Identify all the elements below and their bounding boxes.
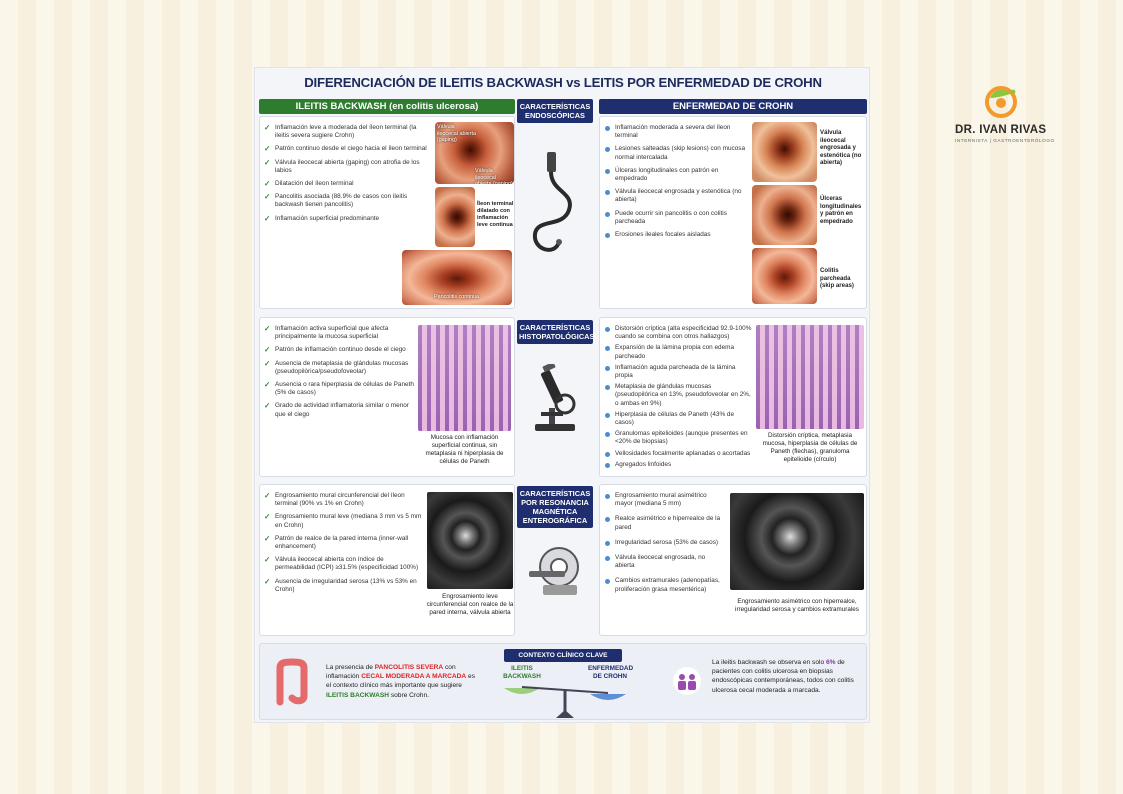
uc-histo-caption: Mucosa con inflamación superficial conti… <box>425 434 504 465</box>
context-header: CONTEXTO CLÍNICO CLAVE <box>504 649 622 662</box>
uc-endo-point: ✓Inflamación superficial predominante <box>264 213 380 223</box>
crohn-endo-point: Lesiones salteadas (skip lesions) con mu… <box>604 145 752 161</box>
crohn-histo-point: Expansión de la lámina propia con edema … <box>604 344 752 360</box>
uc-histo-point: ✓Patrón de inflamación continuo desde el… <box>264 345 406 355</box>
crohn-skip-photo <box>752 248 817 304</box>
crohn-endo-point: Erosiones ileales focales aisladas <box>604 231 752 239</box>
uc-histo-point: ✓Inflamación activa superficial que afec… <box>264 324 389 341</box>
uc-pancolitis-photo: Pancolitis continua <box>402 250 512 305</box>
crohn-endo-point: Inflamación moderada a severa del íleon … <box>604 124 752 140</box>
uc-endo-card: ✓Inflamación leve a moderada del íleon t… <box>259 116 515 309</box>
crohn-histology-photo <box>756 325 864 429</box>
crohn-mri-caption: Engrosamiento asimétrico con hiperrealce… <box>735 598 859 613</box>
uc-mri-image <box>427 492 513 589</box>
crohn-mri-point: Irregularidad serosa (53% de casos) <box>604 539 722 547</box>
crohn-ulcer-caption: Úlceras longitudinales y patrón en emped… <box>820 195 862 225</box>
crohn-endo-point: Puede ocurrir sin pancolitis o con colit… <box>604 210 752 226</box>
uc-ileum-caption: Íleon terminal dilatado con inflamación … <box>477 201 514 228</box>
crohn-histo-point: Metaplasia de glándulas mucosas (pseudop… <box>604 383 752 408</box>
uc-endo-point: ✓Dilatación del íleon terminal <box>264 179 354 189</box>
microscope-icon <box>535 364 576 431</box>
crohn-mri-image <box>730 493 864 590</box>
uc-mri-point: ✓Ausencia de irregularidad serosa (13% v… <box>264 576 417 593</box>
endo-mid-card <box>517 124 593 309</box>
uc-mri-point: ✓Engrosamiento mural leve (mediana 3 mm … <box>264 512 422 529</box>
logo-mark-icon <box>985 86 1017 118</box>
crohn-mri-point: Válvula ileocecal engrosada, no abierta <box>604 554 722 570</box>
endo-mid-header: CARACTERÍSTICAS ENDOSCÓPICAS <box>517 99 593 123</box>
uc-mri-card: ✓Engrosamiento mural circunferencial del… <box>259 484 515 636</box>
uc-histology-photo <box>418 325 511 431</box>
clinical-context-panel: CONTEXTO CLÍNICO CLAVE La presencia de P… <box>259 643 867 720</box>
uc-endo-point: ✓Patrón continuo desde el ciego hacia el… <box>264 144 427 154</box>
context-left-text: La presencia de PANCOLITIS SEVERA con in… <box>326 664 475 699</box>
crohn-histo-point: Hiperplasia de células de Paneth (43% de… <box>604 411 752 427</box>
uc-histo-point: ✓Ausencia de metaplasia de glándulas muc… <box>264 358 409 375</box>
crohn-mri-point: Cambios extramurales (adenopatías, proli… <box>604 577 722 593</box>
uc-ileum-photo <box>435 187 475 247</box>
logo-name: DR. IVAN RIVAS <box>955 124 1047 136</box>
uc-endo-point: ✓Pancolitis asociada (88.9% de casos con… <box>264 192 408 209</box>
patients-icon <box>673 667 701 695</box>
logo-tagline: INTERNISTA | GASTROENTERÓLOGO <box>955 138 1055 143</box>
mri-mid-header: CARACTERÍSTICAS POR RESONANCIA MAGNÉTICA… <box>517 486 593 528</box>
crohn-histo-caption: Distorsión críptica, metaplasia mucosa, … <box>762 432 858 463</box>
crohn-ulcer-photo <box>752 185 817 245</box>
crohn-histo-point: Inflamación aguda parcheada de la lámina… <box>604 364 752 380</box>
crohn-mri-card: Engrosamiento mural asimétrico mayor (me… <box>599 484 867 636</box>
uc-valve-photo: Válvula ileocecal abierta (gaping) Válvu… <box>435 122 514 184</box>
balance-scale-icon <box>504 686 626 718</box>
uc-mri-point: ✓Válvula ileocecal abierta con índice de… <box>264 555 419 572</box>
uc-column-header: ILEITIS BACKWASH (en colitis ulcerosa) <box>259 99 515 114</box>
histo-mid-header: CARACTERÍSTICAS HISTOPATOLÓGICAS <box>517 320 594 344</box>
uc-endo-point: ✓Válvula ileocecal abierta (gaping) con … <box>264 157 420 174</box>
crohn-valve-photo <box>752 122 817 182</box>
crohn-mri-point: Realce asimétrico e hiperrealce de la pa… <box>604 515 722 531</box>
uc-endo-point: ✓Inflamación leve a moderada del íleon t… <box>264 123 417 140</box>
crohn-histo-card: Distorsión críptica (alta especificidad … <box>599 317 867 477</box>
mri-scanner-icon <box>529 547 579 595</box>
crohn-endo-card: Inflamación moderada a severa del íleon … <box>599 116 867 309</box>
poster-title: DIFERENCIACIÓN DE ILEITIS BACKWASH vs LE… <box>304 75 822 90</box>
scale-right-label: ENFERMEDAD DE CROHN <box>588 665 634 680</box>
crohn-endo-point: Úlceras longitudinales con patrón en emp… <box>604 167 752 183</box>
uc-histo-point: ✓Ausencia o rara hiperplasia de células … <box>264 380 414 397</box>
crohn-skip-caption: Colitis parcheada (skip areas) <box>820 267 854 290</box>
crohn-histo-point: Agregados linfoides <box>604 461 752 469</box>
uc-mri-point: ✓Patrón de realce de la pared interna (i… <box>264 533 409 551</box>
crohn-histo-point: Distorsión críptica (alta especificidad … <box>604 325 752 341</box>
endoscope-icon <box>532 152 572 252</box>
uc-mri-caption: Engrosamiento leve circunferencial con r… <box>426 593 514 616</box>
scale-left-label: ILEITIS BACKWASH <box>503 665 541 680</box>
crohn-histo-point: Granulomas epitelioides (aunque presente… <box>604 430 752 446</box>
crohn-endo-point: Válvula ileocecal engrosada y estenótica… <box>604 188 752 204</box>
infographic-poster: DIFERENCIACIÓN DE ILEITIS BACKWASH vs LE… <box>254 67 870 723</box>
crohn-mri-point: Engrosamiento mural asimétrico mayor (me… <box>604 492 722 508</box>
uc-histo-card: ✓Inflamación activa superficial que afec… <box>259 317 515 477</box>
crohn-column-header: ENFERMEDAD DE CROHN <box>599 99 867 114</box>
crohn-histo-point: Vellosidades focalmente aplanadas o acor… <box>604 450 752 458</box>
colon-icon <box>276 658 308 706</box>
uc-mri-point: ✓Engrosamiento mural circunferencial del… <box>264 491 405 508</box>
crohn-valve-caption: Válvula ileocecal engrosada y estenótica… <box>820 129 862 167</box>
uc-histo-point: ✓Grado de actividad inflamatoria similar… <box>264 401 409 418</box>
context-right-text: La ileitis backwash se observa en solo 6… <box>712 659 854 694</box>
